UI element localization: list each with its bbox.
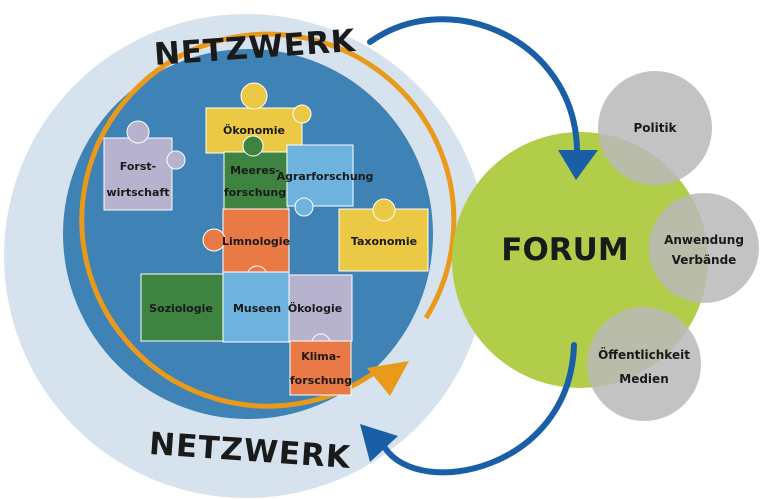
label-meeres-line2: forschung bbox=[224, 186, 286, 199]
label-oekonomie: Ökonomie bbox=[223, 123, 285, 137]
piece-klima bbox=[289, 340, 352, 396]
orange-cycle-ring bbox=[79, 31, 457, 409]
label-agrar: Agrarforschung bbox=[277, 170, 374, 183]
label-oekologie: Ökologie bbox=[288, 301, 342, 315]
piece-museen bbox=[222, 271, 290, 343]
label-soziologie: Soziologie bbox=[149, 302, 213, 315]
anwendung-circle bbox=[649, 193, 759, 303]
oeffentlichkeit-circle bbox=[587, 307, 701, 421]
label-forst-line1: Forst- bbox=[120, 160, 156, 173]
label-klima-line1: Klima- bbox=[301, 350, 341, 363]
oeffentlichkeit-label-line2: Medien bbox=[619, 372, 668, 386]
politik-label: Politik bbox=[633, 121, 677, 135]
piece-soziologie bbox=[140, 273, 226, 342]
label-meeres-line1: Meeres- bbox=[230, 164, 280, 177]
label-forst-line2: wirtschaft bbox=[107, 186, 170, 199]
arrow-forum-to-network bbox=[382, 342, 577, 476]
oeffentlichkeit-label-line1: Öffentlichkeit bbox=[598, 347, 690, 362]
piece-oekonomie bbox=[205, 82, 312, 154]
piece-oekologie bbox=[288, 274, 353, 353]
arrow-network-to-forum bbox=[367, 16, 580, 153]
anwendung-label-line1: Anwendung bbox=[664, 233, 744, 247]
politik-circle bbox=[598, 71, 712, 185]
piece-forst bbox=[103, 120, 186, 211]
label-museen: Museen bbox=[233, 302, 281, 315]
arrow-network-to-forum-head bbox=[558, 150, 598, 180]
piece-taxonomie bbox=[338, 198, 429, 272]
piece-agrar bbox=[286, 144, 354, 217]
piece-meeres bbox=[223, 135, 289, 210]
orange-cycle-arrowhead bbox=[367, 361, 409, 396]
puzzle-pieces bbox=[103, 82, 429, 396]
label-klima-line2: forschung bbox=[290, 374, 352, 387]
anwendung-label-line2: Verbände bbox=[672, 253, 737, 267]
label-limnologie: Limnologie bbox=[222, 235, 290, 248]
label-taxonomie: Taxonomie bbox=[351, 235, 417, 248]
forum-label: FORUM bbox=[501, 232, 628, 268]
arrow-forum-to-network-head bbox=[360, 424, 398, 462]
